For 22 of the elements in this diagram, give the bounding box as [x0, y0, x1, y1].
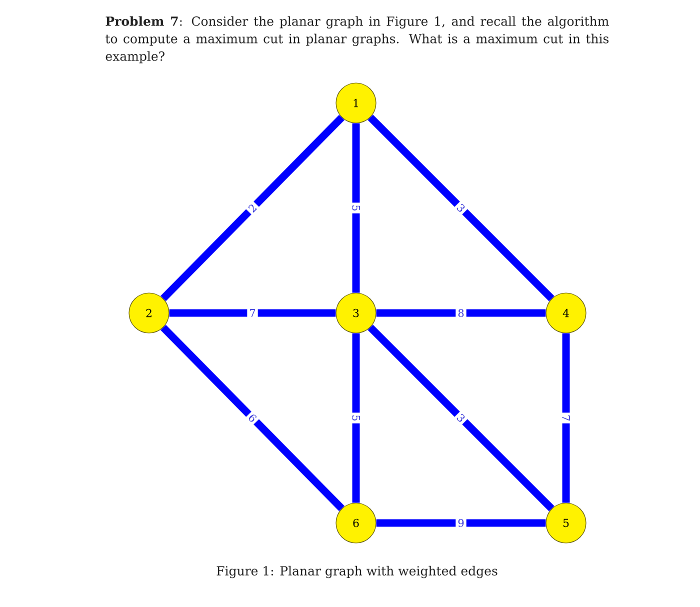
- graph-edge: [376, 519, 546, 527]
- edge-label: 2: [245, 200, 260, 216]
- graph-edge: [160, 324, 344, 512]
- edge-label: 9: [456, 518, 466, 528]
- edge-label: 8: [456, 308, 466, 318]
- edge-label: 7: [561, 412, 571, 424]
- graph-edge: [352, 123, 360, 293]
- graph-edge: [169, 309, 336, 317]
- edge-label: 6: [245, 410, 260, 426]
- edge-label: 5: [351, 412, 361, 424]
- graph-edge: [562, 333, 570, 503]
- edge-label: 5: [351, 202, 361, 214]
- figure-caption: Figure 1: Planar graph with weighted edges: [216, 566, 498, 578]
- problem-text: Problem 7: Consider the planar graph in Figure 1, and recall the algorithm to compute a maximum cut in planar graphs. What is a maximum cut in this example?: [106, 16, 609, 64]
- graph-edge: [376, 309, 546, 317]
- graph-edge: [352, 333, 360, 503]
- edge-label: 7: [247, 308, 258, 318]
- graph-edge: [368, 324, 554, 512]
- graph-edge: [368, 114, 554, 302]
- edge-label: 3: [454, 200, 468, 216]
- graph-edge: [160, 114, 344, 302]
- edge-label: 3: [454, 410, 468, 426]
